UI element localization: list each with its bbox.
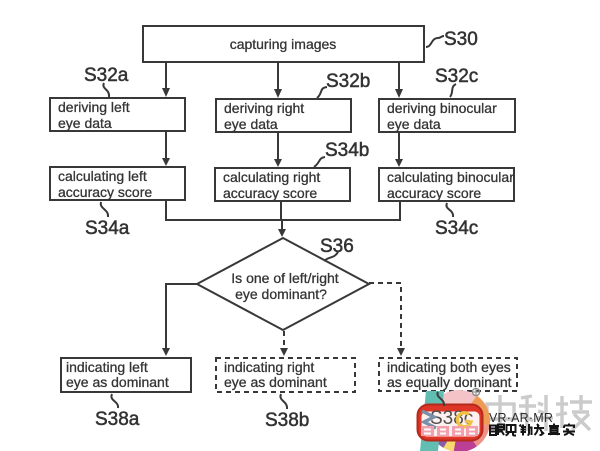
svg-text:calculating binocular: calculating binocular <box>387 169 514 185</box>
svg-text:Is one of left/right: Is one of left/right <box>231 270 339 286</box>
svg-text:S34a: S34a <box>85 218 130 239</box>
svg-text:S32b: S32b <box>326 71 370 92</box>
svg-text:calculating left: calculating left <box>58 168 147 184</box>
svg-text:accuracy score: accuracy score <box>223 185 317 201</box>
svg-text:eye data: eye data <box>58 115 112 131</box>
svg-text:deriving right: deriving right <box>224 100 304 116</box>
svg-text:S34b: S34b <box>325 140 369 161</box>
svg-text:S38a: S38a <box>95 409 140 430</box>
svg-text:S36: S36 <box>320 236 354 257</box>
svg-text:eye as dominant: eye as dominant <box>224 374 327 390</box>
svg-text:accuracy score: accuracy score <box>387 185 481 201</box>
svg-text:deriving left: deriving left <box>58 99 130 115</box>
svg-text:S30: S30 <box>444 29 478 50</box>
svg-text:S34c: S34c <box>435 218 478 239</box>
svg-text:eye data: eye data <box>387 116 441 132</box>
svg-text:indicating right: indicating right <box>224 359 314 375</box>
svg-text:S32a: S32a <box>84 65 129 86</box>
svg-text:indicating both eyes: indicating both eyes <box>387 359 511 375</box>
svg-text:eye dominant?: eye dominant? <box>235 286 327 302</box>
svg-text:eye data: eye data <box>224 116 278 132</box>
svg-text:deriving binocular: deriving binocular <box>387 100 497 116</box>
svg-text:as equally dominant: as equally dominant <box>387 374 512 390</box>
svg-text:capturing images: capturing images <box>230 36 337 52</box>
svg-text:eye as dominant: eye as dominant <box>66 374 169 390</box>
svg-text:calculating right: calculating right <box>223 169 320 185</box>
svg-text:accuracy score: accuracy score <box>58 184 152 200</box>
svg-text:VR·AR·MR: VR·AR·MR <box>489 411 553 425</box>
svg-text:S38b: S38b <box>265 410 309 431</box>
svg-text:indicating left: indicating left <box>66 359 148 375</box>
svg-text:S32c: S32c <box>435 66 478 87</box>
